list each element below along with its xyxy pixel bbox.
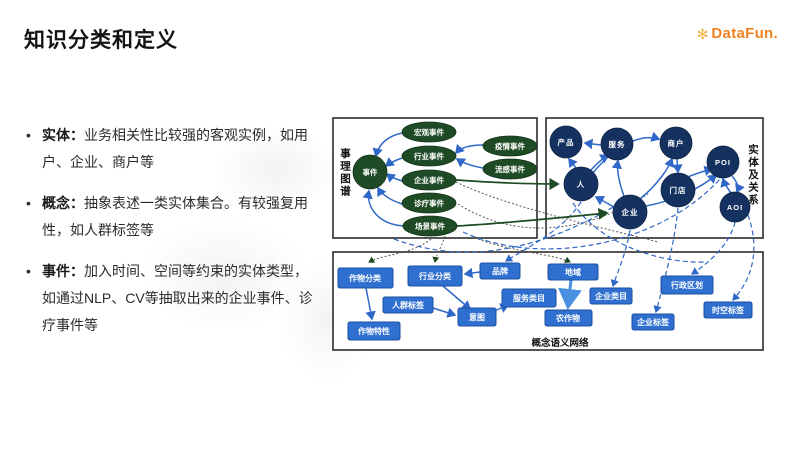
node-service: 服务	[600, 127, 634, 161]
svg-text:诊疗事件: 诊疗事件	[414, 198, 444, 208]
node-merchant: 商户	[659, 126, 693, 160]
logo-text: DataFun.	[711, 25, 778, 42]
svg-text:作物分类: 作物分类	[349, 273, 381, 283]
node-enterprise-tag: 企业标签	[631, 313, 675, 331]
svg-text:行政区划: 行政区划	[670, 280, 703, 290]
svg-text:场景事件: 场景事件	[415, 221, 445, 231]
node-intent: 意图	[457, 307, 497, 327]
svg-text:企业事件: 企业事件	[413, 175, 444, 185]
cross-region-arrows	[368, 178, 755, 314]
svg-text:服务类目: 服务类目	[513, 293, 545, 303]
svg-text:产品: 产品	[558, 137, 575, 147]
entity-graph-nodes: 产品 服务 商户 人 门店 企业	[549, 125, 751, 230]
concept-graph-nodes: 作物分类 行业分类 品牌 地域 人群标签 意图	[337, 262, 753, 341]
svg-text:人群标签: 人群标签	[392, 300, 425, 310]
node-diagnosis-event: 诊疗事件	[401, 192, 457, 214]
svg-text:农作物: 农作物	[555, 313, 580, 323]
node-macro-event: 宏观事件	[401, 121, 457, 143]
node-product: 产品	[549, 125, 583, 159]
node-aoi: AOI	[719, 191, 751, 223]
bullet-entity: 实体：业务相关性比较强的客观实例，如用户、企业、商户等	[26, 122, 318, 176]
svg-text:作物特性: 作物特性	[358, 326, 390, 336]
bullet-list: 实体：业务相关性比较强的客观实例，如用户、企业、商户等 概念：抽象表述一类实体集…	[26, 122, 318, 353]
node-store: 门店	[660, 172, 696, 208]
svg-text:行业事件: 行业事件	[413, 151, 444, 161]
node-person: 人	[563, 166, 599, 202]
datafun-logo: ✻ DataFun.	[697, 25, 778, 42]
bullet-entity-term: 实体：	[42, 127, 84, 143]
node-enterprise-event: 企业事件	[401, 169, 457, 191]
svg-text:行业分类: 行业分类	[418, 271, 451, 281]
event-graph-label: 事理图谱	[339, 147, 351, 198]
knowledge-graph-diagram: 事理图谱 实体及关系 概念语义网络	[332, 117, 764, 351]
node-crop-attribute: 作物特性	[347, 321, 401, 341]
bullet-concept-desc: 抽象表述一类实体集合。有较强复用性，如人群标签等	[42, 195, 308, 238]
node-industry-event: 行业事件	[401, 145, 457, 167]
node-spatiotemporal-tag: 时空标签	[703, 301, 753, 319]
svg-text:地域: 地域	[565, 267, 581, 277]
node-industry-classification: 行业分类	[407, 265, 463, 287]
bullet-event-term: 事件：	[42, 263, 84, 279]
node-service-category: 服务类目	[501, 288, 557, 308]
node-event-center: 事件	[352, 154, 388, 190]
bullet-concept-term: 概念：	[42, 195, 84, 211]
bullet-concept: 概念：抽象表述一类实体集合。有较强复用性，如人群标签等	[26, 190, 318, 244]
sun-icon: ✻	[696, 25, 709, 42]
page-title: 知识分类和定义	[24, 29, 178, 52]
bullet-event-desc: 加入时间、空间等约束的实体类型，如通过NLP、CV等抽取出来的企业事件、诊疗事件…	[42, 263, 313, 333]
node-region: 地域	[547, 263, 599, 281]
svg-text:时空标签: 时空标签	[712, 305, 745, 315]
svg-text:意图: 意图	[469, 312, 485, 322]
entity-graph-label: 实体及关系	[747, 143, 759, 206]
svg-text:人: 人	[577, 180, 586, 189]
svg-text:AOI: AOI	[727, 203, 743, 212]
svg-text:企业: 企业	[621, 207, 639, 217]
node-admin-division: 行政区划	[660, 275, 714, 295]
node-brand: 品牌	[479, 262, 521, 280]
bullet-event: 事件：加入时间、空间等约束的实体类型，如通过NLP、CV等抽取出来的企业事件、诊…	[26, 258, 318, 339]
svg-text:企业类目: 企业类目	[594, 291, 627, 301]
node-crop-classification: 作物分类	[337, 267, 394, 289]
event-graph-arrows	[362, 132, 484, 227]
svg-text:品牌: 品牌	[492, 266, 508, 276]
svg-text:流感事件: 流感事件	[495, 164, 525, 174]
event-graph-nodes: 事件 宏观事件 行业事件 企业事件 诊疗事件 场景事件	[352, 121, 538, 237]
svg-text:门店: 门店	[670, 185, 687, 195]
svg-text:事件: 事件	[363, 167, 378, 177]
node-enterprise-category: 企业类目	[589, 287, 633, 305]
svg-text:服务: 服务	[609, 139, 626, 149]
node-flu-event: 流感事件	[482, 158, 538, 180]
node-crops: 农作物	[544, 309, 593, 327]
svg-text:POI: POI	[715, 158, 731, 167]
svg-text:疫情事件: 疫情事件	[495, 141, 525, 151]
node-scene-event: 场景事件	[402, 215, 458, 237]
node-poi: POI	[706, 145, 740, 179]
svg-text:宏观事件: 宏观事件	[414, 127, 444, 137]
concept-graph-label: 概念语义网络	[531, 337, 589, 349]
bullet-entity-desc: 业务相关性比较强的客观实例，如用户、企业、商户等	[42, 127, 308, 170]
node-enterprise: 企业	[612, 194, 648, 230]
svg-text:商户: 商户	[668, 138, 685, 148]
node-epidemic-event: 疫情事件	[482, 135, 538, 157]
svg-text:企业标签: 企业标签	[636, 317, 670, 327]
node-crowd-tag: 人群标签	[382, 296, 434, 314]
